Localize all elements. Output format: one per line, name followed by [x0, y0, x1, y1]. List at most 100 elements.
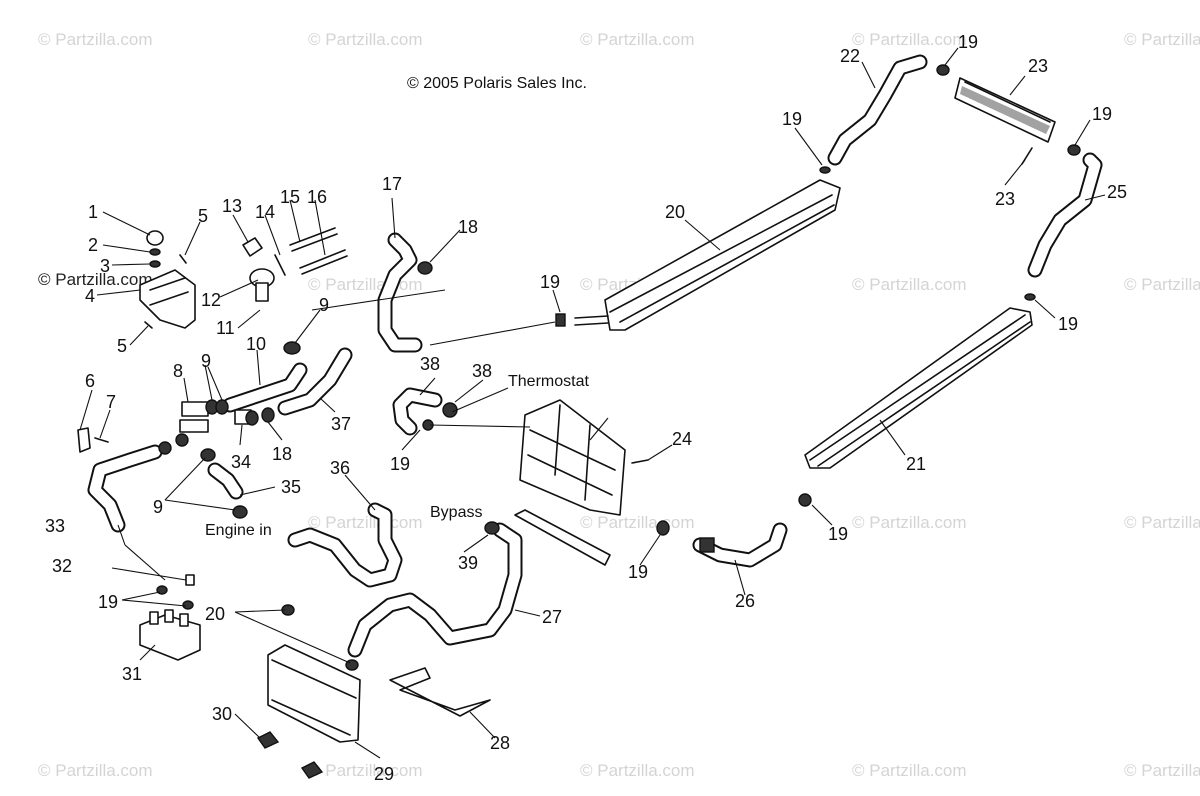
- part-number: 29: [374, 764, 394, 784]
- clamp-19: [1067, 144, 1081, 156]
- clamp-18: [261, 407, 275, 423]
- reservoir-4: [139, 269, 196, 329]
- hose-10: [222, 362, 308, 413]
- part-number: 37: [331, 414, 351, 434]
- watermark: © Partzilla.com: [308, 761, 423, 780]
- part-number: 39: [458, 553, 478, 573]
- watermark: © Partzilla.com: [1124, 30, 1200, 49]
- watermark: © Partzilla.com: [852, 275, 967, 294]
- clamp-9: [175, 433, 189, 447]
- bracket-29: [256, 731, 280, 749]
- part-number: 12: [201, 290, 221, 310]
- clamp-9: [215, 399, 229, 415]
- part-number: 9: [319, 295, 329, 315]
- part-number: 32: [52, 556, 72, 576]
- hose-17: [377, 232, 423, 353]
- part-number: 14: [255, 202, 275, 222]
- clamp-19: [798, 493, 812, 507]
- rail-20-upper: [574, 179, 841, 331]
- part-number: 3: [100, 256, 110, 276]
- clamp-19: [819, 166, 831, 174]
- part-number: 19: [540, 272, 560, 292]
- part-number: 9: [201, 351, 211, 371]
- watermark: © Partzilla.com: [1124, 513, 1200, 532]
- pump-30: [139, 609, 201, 661]
- clamp-38: [442, 402, 458, 418]
- watermark: © Partzilla.com: [308, 30, 423, 49]
- clamp-9: [158, 441, 172, 455]
- leader-lines: [79, 47, 1106, 759]
- part-number: 7: [106, 392, 116, 412]
- clamp-19: [555, 313, 566, 327]
- part-number: 34: [231, 452, 251, 472]
- part-number: 15: [280, 187, 300, 207]
- part-number: 19: [958, 32, 978, 52]
- part-number: 19: [782, 109, 802, 129]
- watermark: © Partzilla.com: [580, 30, 695, 49]
- watermark: © Partzilla.com: [38, 30, 153, 49]
- part-number: 20: [205, 604, 225, 624]
- cooler-28: [267, 644, 361, 743]
- clamp-18: [417, 261, 433, 275]
- rod-15: [289, 227, 338, 252]
- bracket-27: [389, 667, 491, 717]
- part-number: 23: [995, 189, 1015, 209]
- rail-20-lower: [804, 307, 1033, 469]
- part-number: 33: [45, 516, 65, 536]
- hose-26: [347, 522, 523, 658]
- watermark: © Partzilla.com: [38, 761, 153, 780]
- fitting-31: [185, 574, 195, 586]
- part-number: 38: [420, 354, 440, 374]
- watermark: © Partzilla.com: [852, 513, 967, 532]
- watermark: © Partzilla.com: [308, 275, 423, 294]
- hose-35: [287, 502, 403, 588]
- part-number: 21: [906, 454, 926, 474]
- clamp-18: [245, 410, 259, 426]
- part-number: 28: [490, 733, 510, 753]
- part-number: 10: [246, 334, 266, 354]
- hose-21: [827, 54, 928, 166]
- screw-7: [94, 437, 109, 443]
- bypass-label: Bypass: [430, 504, 482, 521]
- tee-8: [179, 401, 209, 433]
- cap-13: [242, 237, 263, 257]
- part-number: 9: [153, 497, 163, 517]
- part-number: 6: [85, 371, 95, 391]
- part-number: 38: [472, 361, 492, 381]
- screw-14: [274, 254, 286, 276]
- part-number: 25: [1107, 182, 1127, 202]
- part-number: 18: [272, 444, 292, 464]
- watermark: © Partzilla.com: [1124, 761, 1200, 780]
- rod-16: [299, 249, 348, 275]
- watermark: © Partzilla.com: [580, 761, 695, 780]
- clamp-9: [232, 505, 248, 519]
- cap-1: [146, 230, 164, 246]
- part-number: 26: [735, 591, 755, 611]
- thermostat-label: Thermostat: [508, 373, 589, 390]
- hose-37: [392, 387, 443, 436]
- hose-36: [277, 347, 353, 416]
- bracket-under-39: [514, 509, 611, 566]
- screw-23: [631, 459, 649, 464]
- part-number: 11: [216, 318, 235, 338]
- clamp-19: [182, 600, 194, 610]
- hose-24: [1027, 152, 1103, 278]
- part-number-labels: 1 2 3 4 5 5 6 7 8 9 9 9 9 10 11 12 13 14…: [45, 32, 1127, 784]
- part-number: 13: [222, 196, 242, 216]
- part-number: 8: [173, 361, 183, 381]
- part-number: 31: [122, 664, 142, 684]
- watermark: © Partzilla.com: [852, 30, 967, 49]
- watermark: © Partzilla.com: [1124, 275, 1200, 294]
- clamp-19: [936, 64, 950, 76]
- hose-32: [87, 444, 163, 533]
- part-number: 22: [840, 46, 860, 66]
- bracket-6: [77, 427, 91, 453]
- part-number: 19: [828, 524, 848, 544]
- part-number: 19: [1092, 104, 1112, 124]
- part-number: 35: [281, 477, 301, 497]
- watermark-layer: © Partzilla.com © Partzilla.com © Partzi…: [38, 30, 1200, 780]
- heat-exchanger-22: [954, 77, 1056, 143]
- thermostat-housing-12: [249, 268, 275, 302]
- screw-5: [144, 321, 153, 329]
